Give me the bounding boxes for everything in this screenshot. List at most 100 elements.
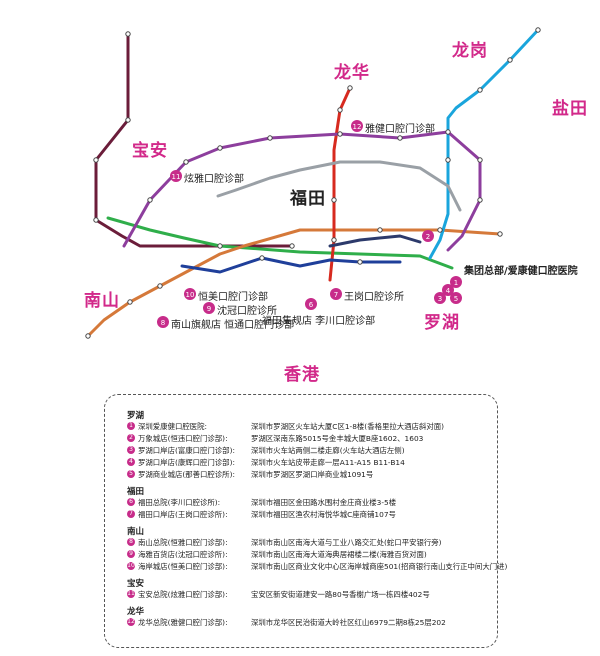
pin-label-6: 福田集规店 李川口腔诊部 (262, 316, 376, 327)
pin-label-1: 集团总部/爱康健口腔医院 (464, 266, 578, 277)
legend-num: 11 (127, 590, 135, 598)
pin-1: 1 (450, 276, 462, 288)
metro-line-4 (328, 86, 352, 282)
svg-text:11: 11 (172, 173, 181, 181)
pin-7: 7 (330, 288, 342, 300)
legend-num: 7 (127, 510, 135, 518)
svg-text:5: 5 (454, 295, 458, 303)
pin-6: 6 (305, 298, 317, 310)
legend-clinic-address: 深圳市福田区金田路水围村金庄商业楼3-5楼 (251, 498, 397, 507)
station (507, 57, 513, 63)
legend-clinic-name: 南山总院(恒雅口腔门诊部): (138, 538, 228, 547)
svg-text:3: 3 (438, 295, 442, 303)
station (337, 131, 343, 137)
legend-clinic-name: 福田总院(李川口腔诊所): (138, 498, 221, 507)
legend-clinic-address: 深圳市南山区商业文化中心区海岸城商座501(招商银行南山支行正中间大门进) (251, 562, 508, 571)
legend-clinic-address: 深圳市罗湖区火车站大厦C区1-8楼(香格里拉大酒店斜对面) (251, 422, 444, 431)
pin-label-10: 恒美口腔门诊部 (198, 292, 268, 303)
metro-line-7 (180, 256, 402, 274)
pin-9: 9 (203, 302, 215, 314)
legend-group-title: 南山 (127, 527, 145, 537)
station (331, 237, 337, 243)
legend-clinic-name: 罗湖口岸店(康辉口腔门诊部): (138, 458, 235, 467)
svg-text:12: 12 (353, 123, 362, 131)
pin-2: 2 (422, 230, 434, 242)
pin-5: 5 (450, 292, 462, 304)
legend-num: 3 (127, 446, 135, 454)
legend-clinic-address: 深圳市南山区南海大道海典居裙楼二楼(海雅百货对面) (251, 550, 427, 559)
district-luohu: 罗湖 (424, 313, 460, 333)
station (259, 255, 265, 261)
pin-8: 8 (157, 316, 169, 328)
legend-clinic-address: 深圳市龙华区民治街道大岭社区红山6979二期8栋25层202 (251, 618, 446, 627)
station (445, 129, 451, 135)
legend-clinic-name: 罗湖商业城店(那善口腔诊所): (138, 470, 235, 479)
station (497, 231, 503, 237)
pin-12: 12 (351, 120, 363, 132)
svg-text:2: 2 (426, 233, 430, 241)
svg-text:6: 6 (309, 301, 314, 309)
district-baoan: 宝安 (132, 141, 168, 161)
metro-line-5 (122, 130, 482, 252)
district-longgang: 龙岗 (452, 41, 488, 61)
station (377, 227, 383, 233)
station (397, 135, 403, 141)
station (93, 157, 99, 163)
svg-text:9: 9 (207, 305, 211, 313)
station (183, 159, 189, 165)
legend-group-title: 宝安 (127, 579, 145, 589)
legend-clinic-name: 罗湖口岸店(富康口腔门诊部): (138, 446, 235, 455)
pin-label-9: 沈冠口腔诊所 (217, 306, 277, 317)
station (331, 197, 337, 203)
legend-clinic-name: 深圳爱康健口腔医院: (138, 422, 208, 431)
legend-num: 8 (127, 538, 135, 546)
legend-group-title: 龙华 (127, 607, 145, 617)
legend-num: 1 (127, 422, 135, 430)
pin-label-7: 王岗口腔诊所 (344, 292, 404, 303)
pin-label-8: 南山旗舰店 恒通口腔门诊部 (171, 320, 295, 331)
legend-num: 2 (127, 434, 135, 442)
station (337, 107, 343, 113)
metro-line-11 (94, 32, 294, 248)
metro-line-3 (428, 28, 540, 260)
legend-clinic-address: 深圳市福田区渔农村海悦华城C座商铺107号 (251, 510, 396, 519)
station (157, 283, 163, 289)
metro-map: 12 11 10 9 8 7 6 2 1 4 3 5 (85, 27, 541, 339)
legend-clinic-name: 福田口岸店(王岗口腔诊所): (138, 510, 228, 519)
legend-clinic-name: 万象城店(恒违口腔门诊部): (138, 434, 228, 443)
district-longhua: 龙华 (334, 63, 370, 83)
legend-clinic-name: 宝安总院(炫雅口腔门诊部): (138, 590, 228, 599)
station (217, 243, 223, 249)
pin-10: 10 (184, 288, 196, 300)
station (127, 299, 133, 305)
legend-clinic-address: 深圳市火车站皮带走廊一层A11-A15 B11-B14 (251, 458, 405, 467)
metro-line-6 (328, 234, 422, 248)
station (357, 259, 363, 265)
pin-label-11: 炫雅口腔诊部 (184, 174, 244, 185)
legend-num: 6 (127, 498, 135, 506)
legend-clinic-name: 海雅百货店(沈冠口腔诊所): (138, 550, 228, 559)
legend-clinic-address: 宝安区新安街道建安一路80号香榭广场一栋四楼402号 (251, 590, 430, 599)
station (477, 197, 483, 203)
legend-num: 10 (127, 562, 135, 570)
metro-line-2 (86, 228, 502, 338)
clinic-pins: 12 11 10 9 8 7 6 2 1 4 3 5 (157, 120, 462, 328)
district-nanshan: 南山 (84, 291, 120, 311)
legend-num: 9 (127, 550, 135, 558)
station (477, 157, 483, 163)
legend-num: 12 (127, 618, 135, 626)
station (437, 227, 443, 233)
station (267, 135, 273, 141)
legend-clinic-name: 海岸城店(恒美口腔门诊部): (138, 562, 228, 571)
station (85, 333, 91, 339)
legend-num: 5 (127, 470, 135, 478)
